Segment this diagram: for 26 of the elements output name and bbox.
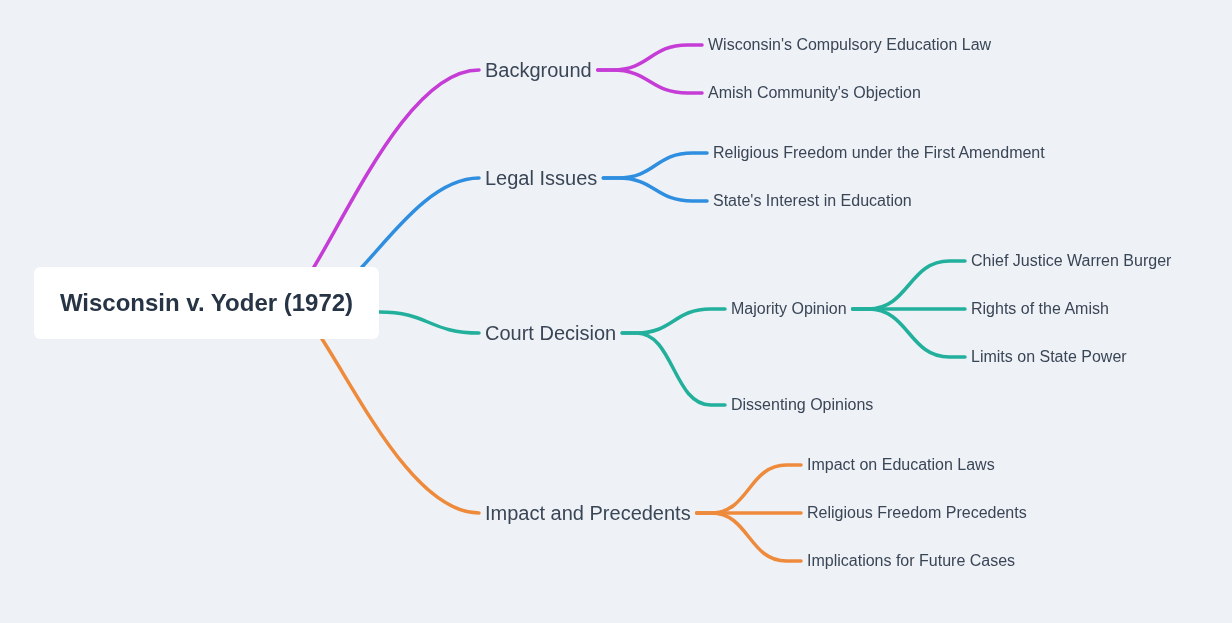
branch-topic: Legal Issues: [479, 165, 604, 191]
subtopic: Limits on State Power: [965, 346, 1133, 368]
branch-connector: [620, 331, 727, 407]
branch-topic: Impact and Precedents: [479, 500, 697, 526]
branch-connector: [312, 68, 481, 269]
subtopic: Impact on Education Laws: [801, 454, 1001, 476]
branch-connector: [377, 310, 481, 335]
branch-connector: [694, 511, 803, 563]
subtopic: Amish Community's Objection: [702, 82, 927, 104]
branch-topic: Background: [479, 57, 598, 83]
subtopic: Wisconsin's Compulsory Education Law: [702, 34, 998, 56]
branch-connector: [360, 176, 481, 269]
subtopic: Dissenting Opinions: [725, 394, 880, 416]
branch-connector: [601, 176, 709, 203]
subtopic: Religious Freedom under the First Amendment: [707, 142, 1051, 164]
subtopic: Religious Freedom Precedents: [801, 502, 1033, 524]
subtopic: Majority Opinion: [725, 298, 853, 320]
branch-topic: Court Decision: [479, 320, 623, 346]
branch-connector: [596, 68, 704, 95]
subtopic: Rights of the Amish: [965, 298, 1115, 320]
subtopic: Chief Justice Warren Burger: [965, 250, 1178, 272]
branch-connector: [320, 337, 481, 515]
branch-connector: [850, 307, 967, 359]
central-topic-card: Wisconsin v. Yoder (1972): [34, 267, 379, 339]
subtopic: State's Interest in Education: [707, 190, 918, 212]
subtopic: Implications for Future Cases: [801, 550, 1022, 572]
